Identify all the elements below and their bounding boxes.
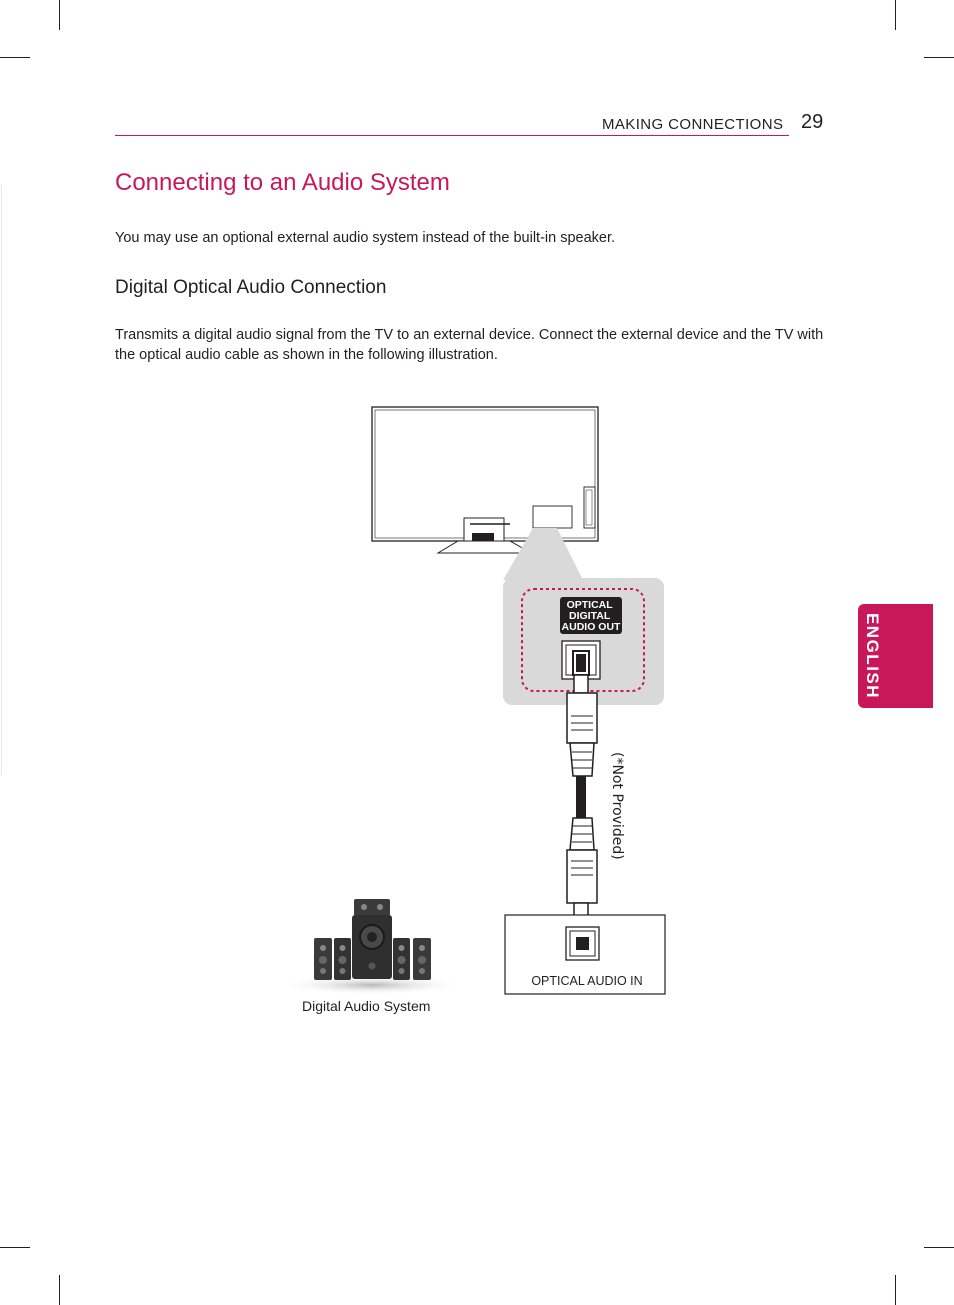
- crop-mark: [59, 1275, 60, 1305]
- optical-in-label: OPTICAL AUDIO IN: [531, 974, 642, 988]
- crop-mark: [895, 1275, 896, 1305]
- crop-mark: [895, 0, 896, 30]
- crop-mark: [924, 1247, 954, 1248]
- section-header: MAKING CONNECTIONS: [602, 116, 784, 133]
- crop-mark: [0, 57, 30, 58]
- crop-mark: [924, 57, 954, 58]
- port-callout: OPTICAL DIGITAL AUDIO OUT: [503, 578, 664, 705]
- page-title: Connecting to an Audio System: [115, 169, 450, 196]
- optical-out-label-box: [560, 597, 622, 634]
- language-tab: [858, 604, 933, 708]
- audio-input-panel: OPTICAL AUDIO IN: [504, 914, 666, 995]
- device-caption: Digital Audio System: [302, 998, 431, 1014]
- intro-paragraph: You may use an optional external audio s…: [115, 230, 616, 246]
- section-body: Transmits a digital audio signal from th…: [115, 327, 824, 363]
- page-edge: [1, 185, 2, 775]
- optical-out-label: OPTICAL DIGITAL AUDIO OUT: [562, 599, 622, 633]
- header-rule: [115, 135, 789, 136]
- cable-note: (*Not Provided): [609, 752, 625, 860]
- speaker-system-illustration: [277, 899, 467, 995]
- tv-rear-illustration: [371, 406, 599, 554]
- crop-mark: [59, 0, 60, 30]
- section-heading: Digital Optical Audio Connection: [115, 277, 387, 298]
- page-number: 29: [801, 111, 824, 133]
- crop-mark: [0, 1247, 30, 1248]
